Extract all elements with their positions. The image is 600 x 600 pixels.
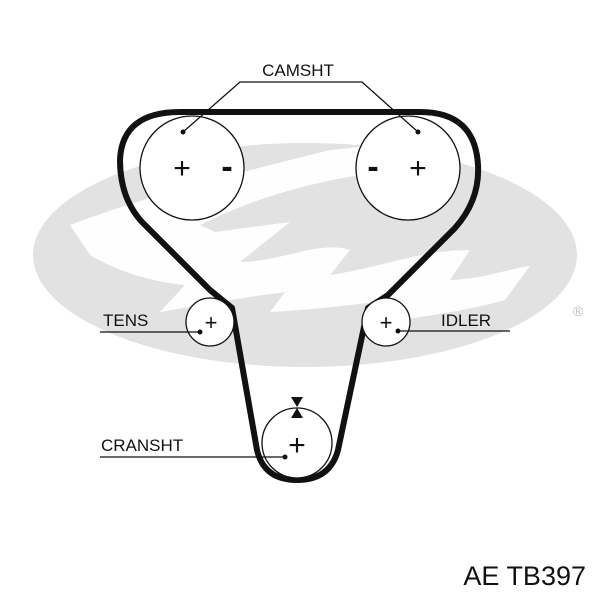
camshaft-left-dot [180, 129, 186, 135]
idler-plus-mark: + [380, 310, 393, 335]
gates-watermark-logo: ® [33, 143, 584, 367]
camshaft-left-minus-mark: - [221, 148, 232, 186]
timing-mark-icon [291, 397, 303, 418]
camshaft-right-dot [415, 129, 421, 135]
camshaft-right-pulley [355, 115, 461, 221]
tensioner-label: TENS [103, 311, 148, 330]
crankshaft-dot [282, 454, 288, 460]
crankshaft-plus-mark: + [288, 429, 306, 462]
idler-label: IDLER [441, 311, 491, 330]
camshaft-right-minus-mark: - [367, 148, 378, 186]
timing-belt [117, 109, 482, 483]
camshaft-left-pulley [139, 115, 245, 221]
camshaft-label: CAMSHT [262, 61, 334, 80]
idler-pulley [361, 297, 411, 347]
part-number: AE TB397 [463, 561, 586, 591]
camshaft-right-plus-mark: + [409, 152, 427, 185]
camshaft-left-plus-mark: + [173, 152, 191, 185]
crankshaft-label: CRANSHT [101, 436, 183, 455]
camshaft-leader-line [182, 81, 419, 133]
idler-dot [395, 328, 401, 334]
tensioner-dot [197, 329, 203, 335]
tensioner-pulley [185, 297, 235, 347]
registered-mark: ® [573, 303, 584, 319]
tensioner-plus-mark: + [205, 310, 218, 335]
